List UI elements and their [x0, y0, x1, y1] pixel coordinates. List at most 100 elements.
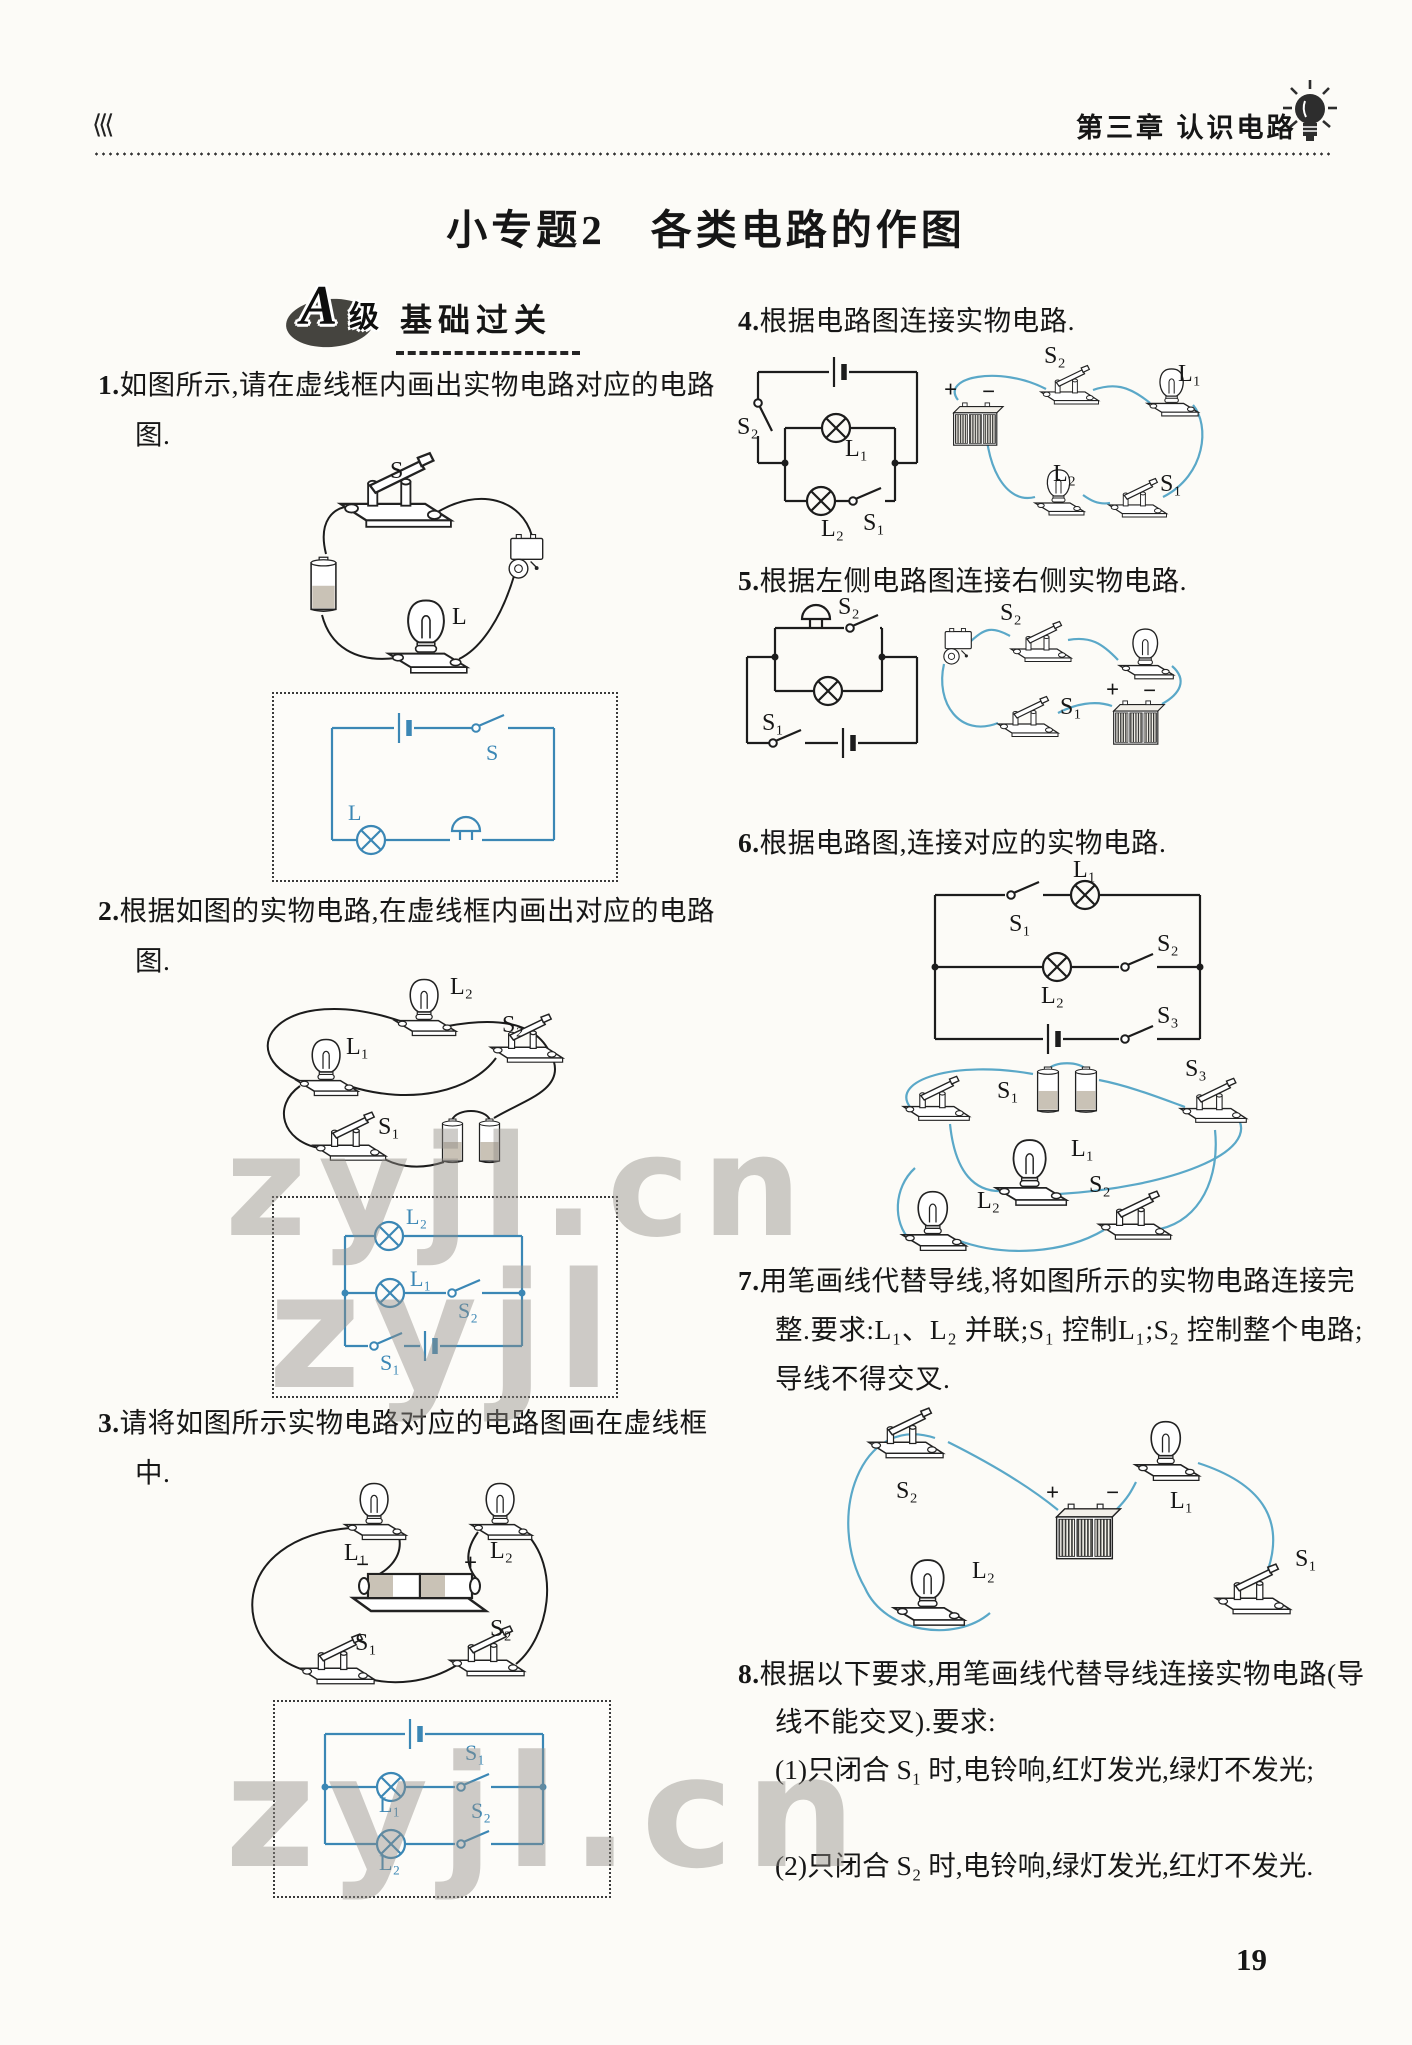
label-s2: S₂: [896, 1478, 918, 1504]
question-3-number: 3.: [98, 1407, 120, 1438]
q5-physical-circuit-figure: S₂ S₁ + −: [941, 600, 1182, 745]
label-minus: −: [356, 1552, 369, 1577]
q6-physical-circuit-figure: S₁ S₃ L₁ L₂ S₂: [896, 1056, 1247, 1252]
label-s1: S₁: [863, 510, 885, 536]
q6-schematic-figure: L₁ S₁ L₂ S₂ S₃: [931, 857, 1204, 1065]
lamp-l2: [892, 1559, 966, 1627]
label-s1: S₁: [762, 710, 784, 736]
switch-s2: [1040, 364, 1100, 405]
label-l2: L₂: [972, 1558, 995, 1584]
battery-pack: [953, 402, 1004, 446]
label-s: S: [486, 740, 498, 765]
label-s2: S₂: [502, 1012, 524, 1038]
question-4-text: 根据电路图连接实物电路.: [759, 305, 1075, 336]
label-s3: S₃: [1185, 1056, 1207, 1082]
label-l2: L₂: [379, 1850, 400, 1875]
electric-bell: [943, 627, 972, 665]
grade-badge-letter: A: [300, 275, 338, 337]
label-s2: S₂: [458, 1298, 478, 1323]
switch-s2: [1010, 620, 1072, 663]
battery-cell: [478, 1118, 501, 1164]
label-s: S: [390, 458, 403, 484]
electric-bell: [508, 533, 544, 579]
question-7: 7.用笔画线代替导线,将如图所示的实物电路连接完整.要求:L₁、L₂ 并联;S₁…: [738, 1256, 1377, 1403]
label-l: L: [452, 604, 467, 630]
label-l2: L₂: [977, 1188, 1000, 1214]
question-8-number: 8.: [738, 1658, 760, 1689]
lamp-l1: [1134, 1420, 1200, 1482]
label-l1: L₁: [1178, 361, 1201, 387]
q4-physical-circuit-figure: + − S₂ L₁ L₂ S₁: [944, 343, 1204, 518]
label-l: L: [348, 800, 361, 825]
label-s1: S₁: [1295, 1546, 1317, 1572]
switch-s2: [448, 1625, 525, 1677]
lamp-l2: [394, 978, 457, 1037]
q1-physical-circuit-figure: S L: [310, 452, 544, 674]
label-s1: S₁: [378, 1114, 400, 1140]
label-l2: L₂: [450, 974, 473, 1000]
battery-cell: [1074, 1066, 1098, 1113]
label-l2: L₂: [1053, 461, 1076, 487]
question-6-number: 6.: [738, 827, 760, 858]
question-8-item-2: (2)只闭合 S₂ 时,电铃响,绿灯发光,红灯不发光.: [775, 1850, 1314, 1881]
label-s1: S₁: [1009, 911, 1031, 937]
lamp-l2: [901, 1190, 967, 1252]
label-minus: −: [1143, 678, 1156, 703]
page-number: 19: [1236, 1942, 1267, 1977]
question-6-text: 根据电路图,连接对应的实物电路.: [759, 827, 1167, 858]
switch-s1: [1214, 1563, 1291, 1615]
switch-s2: [1097, 1190, 1172, 1240]
question-7-text: 用笔画线代替导线,将如图所示的实物电路连接完整.要求:L₁、L₂ 并联;S₁ 控…: [759, 1265, 1363, 1394]
battery-cell: [1036, 1066, 1060, 1113]
label-plus: +: [464, 1550, 477, 1575]
label-l1: L₁: [346, 1034, 369, 1060]
grade-badge-suffix: 级: [349, 301, 379, 334]
question-2-text: 根据如图的实物电路,在虚线框内画出对应的电路图.: [119, 895, 715, 976]
question-7-number: 7.: [738, 1265, 760, 1296]
q5-schematic-figure: S₂ S₁: [745, 594, 919, 760]
label-l2: L₂: [490, 1538, 513, 1564]
question-5: 5.根据左侧电路图连接右侧实物电路.: [738, 556, 1377, 606]
question-3: 3.请将如图所示实物电路对应的电路图画在虚线框中.: [98, 1398, 737, 1498]
switch-s1: [1108, 477, 1168, 518]
q2-answer-box: L₂ L₁ S₂ S₁: [272, 1196, 618, 1398]
q1-answer-circuit: S L: [330, 694, 556, 856]
battery-holder: [349, 1572, 490, 1613]
section-dashed-underline: [396, 351, 580, 355]
battery-pack: [1055, 1503, 1122, 1560]
question-2: 2.根据如图的实物电路,在虚线框内画出对应的电路图.: [98, 886, 737, 986]
question-2-number: 2.: [98, 895, 120, 926]
label-s1: S₁: [355, 1630, 377, 1656]
question-8: 8.根据以下要求,用笔画线代替导线连接实物电路(导线不能交叉).要求:: [738, 1650, 1377, 1746]
switch-s1: [312, 1111, 387, 1161]
q1-answer-box: S L: [272, 692, 618, 882]
back-chevrons-icon: ⟨⟨⟨: [92, 110, 115, 140]
label-s1: S₁: [380, 1350, 400, 1375]
q7-physical-circuit-figure: S₂ L₁ + − L₂ S₁: [847, 1407, 1317, 1632]
label-s2: S₂: [1000, 600, 1022, 626]
q4-schematic-figure: S₂ L₁ L₂ S₁: [737, 350, 919, 542]
q2-physical-circuit-figure: L₂ L₁ S₂ S₁: [266, 974, 564, 1168]
q3-physical-circuit-figure: L₁ L₂ − + S₁ S₂: [251, 1482, 548, 1685]
q2-answer-circuit: L₂ L₁ S₂ S₁: [341, 1204, 526, 1375]
label-s2: S₂: [471, 1798, 491, 1823]
question-1-text: 如图所示,请在虚线框内画出实物电路对应的电路图.: [119, 369, 715, 450]
question-8-text: 根据以下要求,用笔画线代替导线连接实物电路(导线不能交叉).要求:: [759, 1658, 1365, 1737]
label-l1: L₁: [845, 436, 868, 462]
question-1-number: 1.: [98, 369, 120, 400]
switch-s2: [867, 1407, 944, 1459]
label-s2: S₂: [1157, 931, 1179, 957]
lamp-l1: [344, 1482, 407, 1541]
label-l1: L₁: [379, 1792, 400, 1817]
question-8-item-1: (1)只闭合 S₁ 时,电铃响,红灯发光,绿灯不发光;: [775, 1754, 1314, 1785]
header-dotted-rule: [93, 152, 1333, 156]
q3-answer-box: S₁ L₁ S₂ L₂: [273, 1700, 611, 1898]
question-6: 6.根据电路图,连接对应的实物电路.: [738, 818, 1377, 868]
label-s1: S₁: [1060, 694, 1082, 720]
question-3-text: 请将如图所示实物电路对应的电路图画在虚线框中.: [119, 1407, 708, 1488]
q3-answer-circuit: S₁ L₁ S₂ L₂: [321, 1702, 547, 1875]
label-plus: +: [944, 377, 957, 402]
label-s2: S₂: [1089, 1172, 1111, 1198]
label-s2: S₂: [737, 414, 759, 440]
section-title: 基础过关: [400, 302, 553, 338]
